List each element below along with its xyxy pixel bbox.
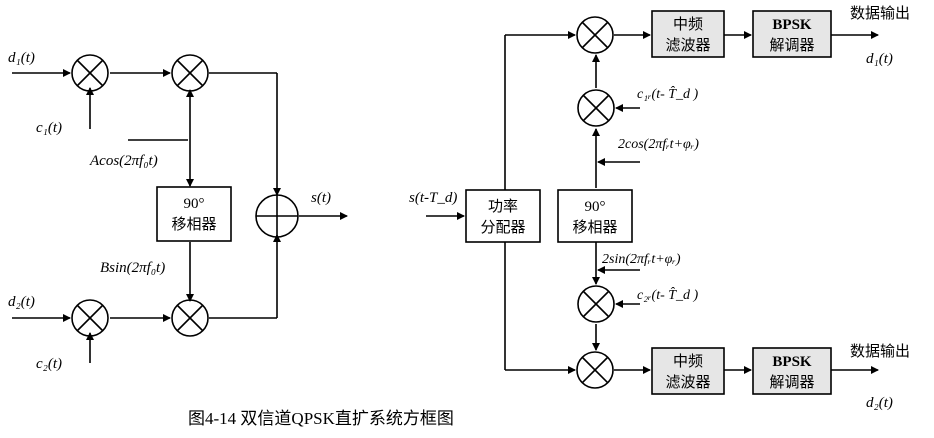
input-s-td-label: s(t-T_d) [409,190,457,206]
data-output-bottom-label: 数据输出 [850,343,910,360]
phase-shifter-left-line1: 90° [184,196,205,212]
bpsk-demod-top-line1: BPSK [772,17,812,33]
if-filter-top-line1: 中频 [673,16,703,33]
bpsk-demod-bottom: BPSK 解调器 [752,347,832,395]
power-splitter: 功率 分配器 [465,189,541,243]
sin-ref-label: 2sin(2πfᵣt+φᵣ) [602,252,681,267]
multiplier-top-out [576,16,614,54]
if-filter-bottom-line1: 中频 [673,353,703,370]
if-filter-bottom: 中频 滤波器 [651,347,725,395]
bpsk-demod-bottom-line1: BPSK [772,354,812,370]
input-d1-label: d₁(t) [8,50,35,66]
bpsk-demod-top-line2: 解调器 [769,37,814,54]
power-splitter-line2: 分配器 [480,219,525,236]
input-d2-label: d₂(t) [8,294,35,310]
if-filter-top-line2: 滤波器 [665,37,710,54]
carrier-b-label: Bsin(2πf₀t) [100,260,165,276]
carrier-a-label: Acos(2πf₀t) [89,153,158,169]
c2r-label: c₂ᵣ(t- T̂_d ) [637,287,699,303]
data-output-top-label: 数据输出 [850,5,910,22]
bpsk-demod-top: BPSK 解调器 [752,10,832,58]
multiplier-carrier-a [171,54,209,92]
phase-shifter-left: 90° 移相器 [156,186,232,242]
cos-ref-label: 2cos(2πfᵣt+φᵣ) [618,137,699,152]
bpsk-demod-bottom-line2: 解调器 [769,374,814,391]
phase-shifter-right: 90° 移相器 [557,189,633,243]
c1r-label: c₁ᵣ(t- T̂_d ) [637,86,699,102]
output-s-label: s(t) [311,190,331,206]
multiplier-c1r [577,89,615,127]
phase-shifter-right-line2: 移相器 [572,219,617,236]
input-c2-label: c₂(t) [36,356,62,372]
power-splitter-line1: 功率 [488,198,518,215]
input-c1-label: c₁(t) [36,120,62,136]
multiplier-d2-c2 [71,299,109,337]
multiplier-carrier-b [171,299,209,337]
output-d2-label: d₂(t) [866,395,893,411]
figure-caption: 图4-14 双信道QPSK直扩系统方框图 [188,409,454,428]
multiplier-d1-c1 [71,54,109,92]
adder [255,194,299,238]
phase-shifter-left-line2: 移相器 [171,216,216,233]
transmitter-section: 90° 移相器 d₁(t) c₁(t) Acos(2πf₀t) Bsin(2πf… [8,50,348,372]
multiplier-bottom-out [576,351,614,389]
if-filter-bottom-line2: 滤波器 [665,374,710,391]
if-filter-top: 中频 滤波器 [651,10,725,58]
phase-shifter-right-line1: 90° [585,199,606,215]
multiplier-c2r [577,285,615,323]
receiver-section: 功率 分配器 90° 移相器 中频 滤波器 中频 滤波器 BPSK 解调器 BP [409,5,910,411]
output-d1-label: d₁(t) [866,51,893,67]
